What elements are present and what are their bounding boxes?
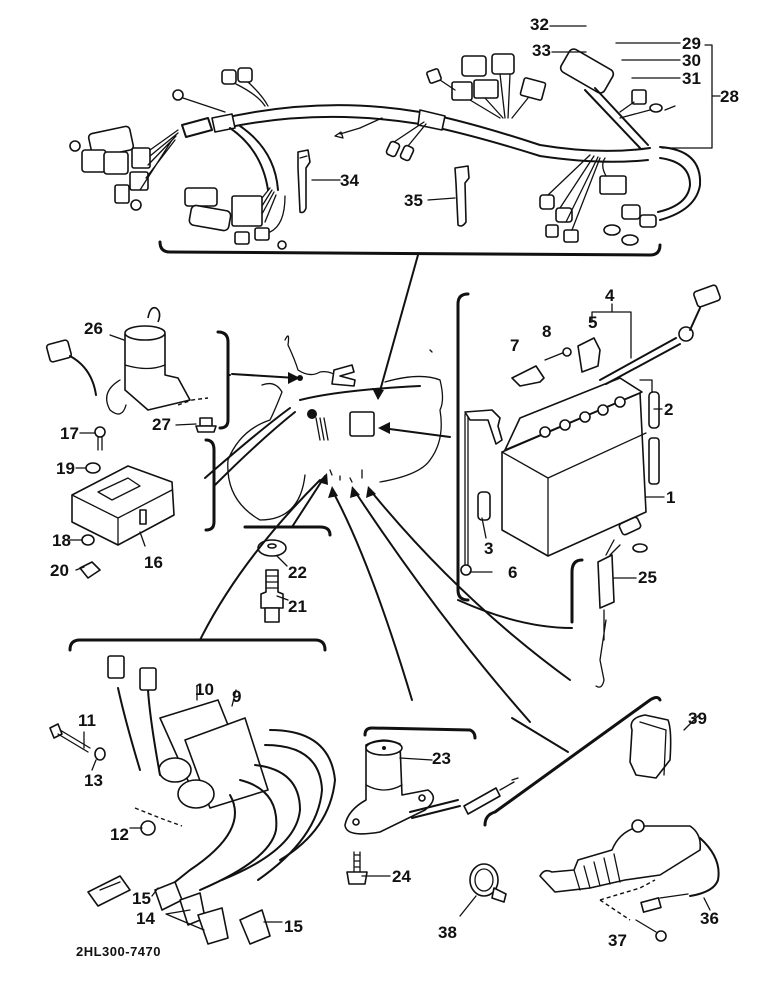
part-35-fuse (454, 165, 470, 227)
callout-33: 33 (532, 41, 551, 60)
callout-20: 20 (50, 561, 69, 580)
main-switch-drawing (45, 306, 296, 579)
callout-3: 3 (484, 539, 494, 558)
callout-18: 18 (52, 531, 71, 550)
callout-19: 19 (56, 459, 75, 478)
callout-23: 23 (432, 749, 451, 768)
callout-37: 37 (608, 931, 627, 950)
callout-29: 29 (682, 34, 701, 53)
leader-sidestand-to-frame (511, 717, 569, 753)
callout-10: 10 (195, 680, 214, 699)
callout-31: 31 (682, 69, 701, 88)
callout-27: 27 (152, 415, 171, 434)
callout-22: 22 (288, 563, 307, 582)
callout-14: 14 (136, 909, 155, 928)
frame-sketch (204, 335, 451, 521)
harness-connectors-lower (184, 187, 287, 250)
callout-39: 39 (688, 709, 707, 728)
callout-5: 5 (588, 313, 598, 332)
callout-8: 8 (542, 322, 552, 341)
callout-28: 28 (720, 87, 739, 106)
neutral-switch-drawing (344, 726, 519, 885)
sidestand-switch-drawing (459, 714, 720, 942)
callout-7: 7 (510, 336, 520, 355)
callout-32: 32 (530, 15, 549, 34)
callout-17: 17 (60, 424, 79, 443)
callout-38: 38 (438, 923, 457, 942)
starter-relay-drawing (457, 516, 648, 688)
callout-11: 11 (78, 711, 96, 730)
callout-34: 34 (340, 171, 359, 190)
callout-12: 12 (110, 825, 129, 844)
callout-1: 1 (666, 488, 676, 507)
callout-36: 36 (700, 909, 719, 928)
figure-reference-code: 2HL300-7470 (76, 944, 161, 959)
callout-25: 25 (638, 568, 657, 587)
callout-35: 35 (404, 191, 423, 210)
callout-26: 26 (84, 319, 103, 338)
callout-13: 13 (84, 771, 103, 790)
sidestand-group-bracket (483, 696, 662, 827)
callout-24: 24 (392, 867, 411, 886)
battery-drawing (456, 284, 721, 602)
ground-bolt-drawing (243, 473, 332, 623)
harness-connectors-center (426, 53, 547, 119)
callout-15-left: 15 (132, 889, 151, 908)
callout-6: 6 (508, 563, 518, 582)
callout-leaders (69, 25, 721, 931)
ignition-coils-drawing (49, 638, 336, 945)
callout-21: 21 (288, 597, 307, 616)
callout-15-right: 15 (284, 917, 303, 936)
callout-4: 4 (605, 286, 615, 305)
harness-lamp-housing (559, 48, 649, 149)
callout-9: 9 (232, 687, 242, 706)
callout-30: 30 (682, 51, 701, 70)
leader-harness-to-frame (377, 254, 419, 399)
harness-connectors-left (69, 125, 179, 211)
part-34-fuse (297, 149, 311, 214)
leader-lines (199, 479, 571, 723)
callout-16: 16 (144, 553, 163, 572)
wire-harness-drawing (69, 44, 713, 257)
callout-2: 2 (664, 400, 674, 419)
